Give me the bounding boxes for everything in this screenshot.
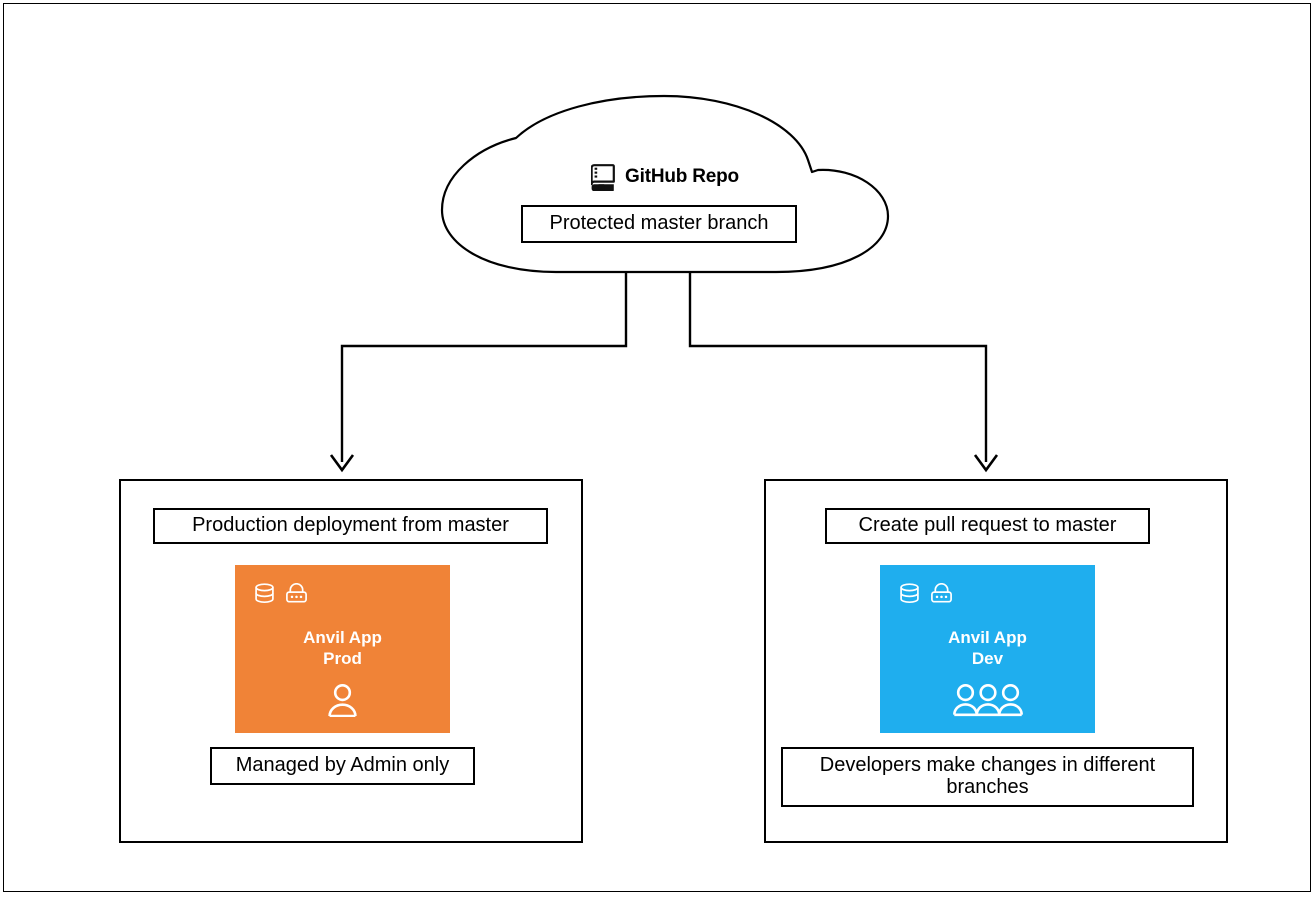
cloud-title-text: GitHub Repo bbox=[625, 166, 739, 187]
dev-bottom-label[interactable]: Developers make changes in different bra… bbox=[781, 747, 1194, 807]
protected-master-branch-label[interactable]: Protected master branch bbox=[521, 205, 797, 243]
anvil-app-dev-tile[interactable]: Anvil App Dev bbox=[880, 565, 1095, 733]
anvil-app-prod-tile[interactable]: Anvil App Prod bbox=[235, 565, 450, 733]
database-icon bbox=[254, 583, 275, 609]
cloud-title-row: GitHub Repo bbox=[436, 160, 894, 194]
lock-icon bbox=[930, 582, 953, 609]
dev-tile-icon-row bbox=[899, 582, 953, 609]
prod-tile-name-line2: Prod bbox=[323, 649, 362, 669]
prod-tile-name-line1: Anvil App bbox=[303, 628, 382, 647]
dev-tile-name-line2: Dev bbox=[971, 649, 1004, 669]
group-of-people-icon bbox=[952, 683, 1024, 722]
prod-bottom-label[interactable]: Managed by Admin only bbox=[210, 747, 475, 785]
dev-top-label[interactable]: Create pull request to master bbox=[825, 508, 1150, 544]
dev-tile-name-line1: Anvil App bbox=[948, 628, 1027, 647]
single-person-icon bbox=[327, 683, 358, 722]
dev-tile-people-row bbox=[880, 683, 1095, 722]
prod-top-label[interactable]: Production deployment from master bbox=[153, 508, 548, 544]
diagram-border bbox=[3, 3, 1311, 892]
prod-tile-people-row bbox=[235, 683, 450, 722]
dev-tile-name: Anvil App Dev bbox=[880, 627, 1095, 670]
github-repo-icon bbox=[591, 163, 616, 191]
database-icon bbox=[899, 583, 920, 609]
prod-tile-name: Anvil App Prod bbox=[235, 627, 450, 670]
prod-tile-icon-row bbox=[254, 582, 308, 609]
lock-icon bbox=[285, 582, 308, 609]
